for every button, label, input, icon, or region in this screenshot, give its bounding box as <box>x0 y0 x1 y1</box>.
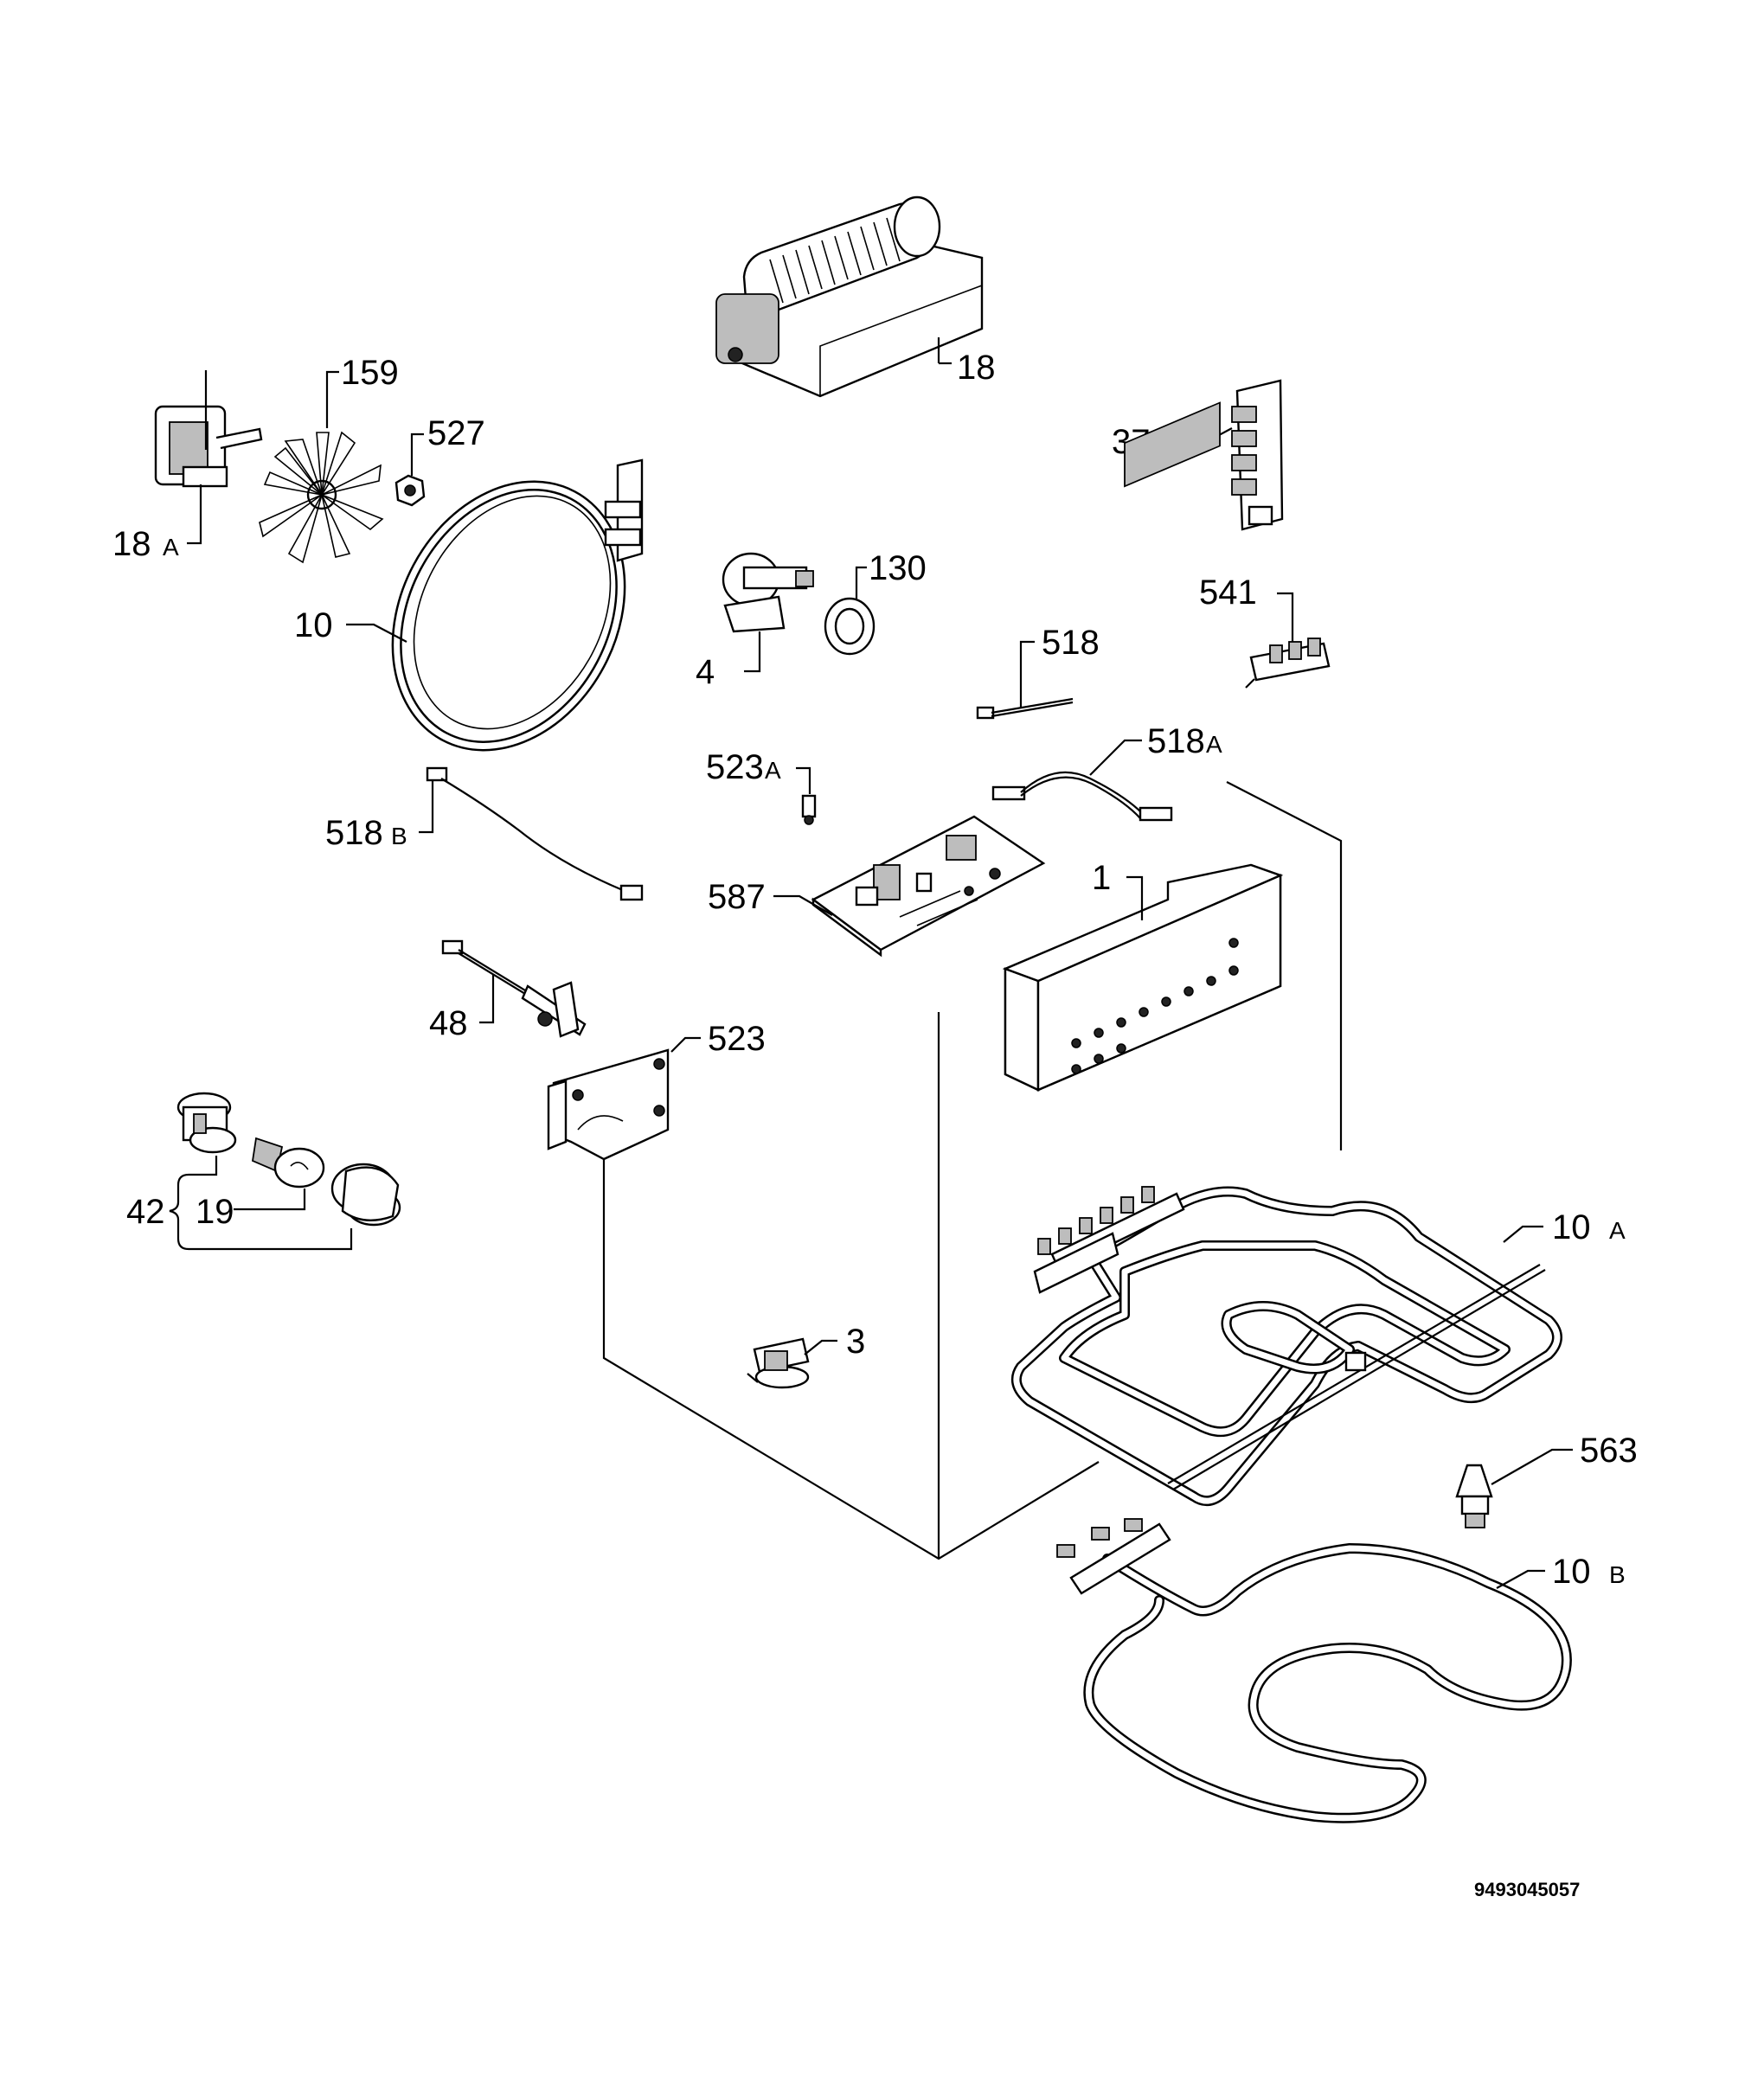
safety-thermostat[interactable] <box>747 1337 810 1389</box>
leader-541 <box>1277 592 1294 642</box>
leader-523a <box>796 766 811 794</box>
label-10a-suf: A <box>1609 1217 1626 1244</box>
leader-10 <box>346 623 407 643</box>
leader-523 <box>670 1036 701 1053</box>
label-10a-num: 10 <box>1552 1208 1591 1246</box>
label-18a-num: 18 <box>112 525 151 563</box>
temperature-sensor[interactable] <box>441 939 587 1038</box>
leader-4 <box>744 631 761 673</box>
label-10: 10 <box>294 606 333 644</box>
tangential-fan[interactable] <box>715 195 984 398</box>
leader-48 <box>479 974 495 1024</box>
fan-nut[interactable] <box>394 474 426 507</box>
label-4: 4 <box>696 653 715 691</box>
label-518a-suf: A <box>1206 731 1222 758</box>
small-sensor[interactable] <box>801 794 817 825</box>
cable-518b[interactable] <box>426 766 644 901</box>
leader-10a <box>1503 1225 1543 1243</box>
fan-motor[interactable] <box>154 370 263 488</box>
leader-3 <box>804 1339 837 1355</box>
label-48: 48 <box>429 1004 468 1042</box>
label-42: 42 <box>126 1193 165 1231</box>
circular-heating-element[interactable] <box>353 446 664 785</box>
leader-10b <box>1496 1569 1545 1589</box>
label-518b-suf: B <box>391 823 407 849</box>
bottom-heating-element[interactable] <box>1056 1518 1572 1823</box>
terminal-connector[interactable] <box>1245 638 1331 689</box>
leader-563 <box>1491 1448 1573 1485</box>
leader-518a <box>1089 739 1142 776</box>
leader-1 <box>1126 875 1144 920</box>
label-587: 587 <box>708 878 766 916</box>
diagram-code: 9493045057 <box>1474 1879 1580 1900</box>
label-3: 3 <box>846 1323 865 1361</box>
control-module[interactable] <box>1002 401 1284 1092</box>
label-130: 130 <box>869 549 927 587</box>
insulating-plug[interactable] <box>1455 1464 1493 1528</box>
lamp-cover[interactable] <box>330 1163 401 1227</box>
lamp-holder[interactable] <box>176 1092 237 1154</box>
spit-motor[interactable] <box>722 552 814 633</box>
spit-bushing[interactable] <box>824 597 876 656</box>
label-10b-suf: B <box>1609 1561 1626 1588</box>
label-527: 527 <box>427 414 485 452</box>
ribbon-cable[interactable] <box>991 771 1173 822</box>
label-518a-num: 518 <box>1147 722 1205 760</box>
label-523: 523 <box>708 1020 766 1058</box>
leader-518 <box>1019 640 1035 708</box>
label-1: 1 <box>1092 859 1111 897</box>
leader-527 <box>410 432 424 476</box>
bracket-42 <box>169 1173 197 1251</box>
leader-518b <box>419 780 434 834</box>
terminal-block[interactable] <box>1231 379 1284 531</box>
leader-19 <box>234 1189 306 1211</box>
leader-587 <box>773 894 833 916</box>
leader-18a <box>187 484 202 545</box>
label-518: 518 <box>1042 624 1100 662</box>
label-10b-num: 10 <box>1552 1553 1591 1591</box>
lamp-bulb[interactable] <box>252 1137 325 1189</box>
label-523a-num: 523 <box>706 748 764 786</box>
oven-cabinet-outline <box>602 781 1343 1560</box>
label-18a-suf: A <box>163 534 179 561</box>
wire-518[interactable] <box>976 697 1074 720</box>
label-523a-suf: A <box>765 757 781 784</box>
circuit-board[interactable] <box>811 815 1046 958</box>
mounting-bracket[interactable] <box>547 1048 670 1161</box>
label-518b-num: 518 <box>325 814 383 852</box>
label-159: 159 <box>341 354 399 392</box>
label-19: 19 <box>196 1193 234 1231</box>
leader-130 <box>855 566 867 599</box>
leader-42-holder <box>197 1156 218 1176</box>
leader-42-cover <box>197 1228 353 1251</box>
fan-blade[interactable] <box>259 431 384 564</box>
label-563: 563 <box>1580 1432 1638 1470</box>
leader-159 <box>325 370 339 428</box>
label-18: 18 <box>957 349 996 387</box>
label-541: 541 <box>1199 573 1257 612</box>
grill-heating-element[interactable] <box>1010 1186 1562 1507</box>
